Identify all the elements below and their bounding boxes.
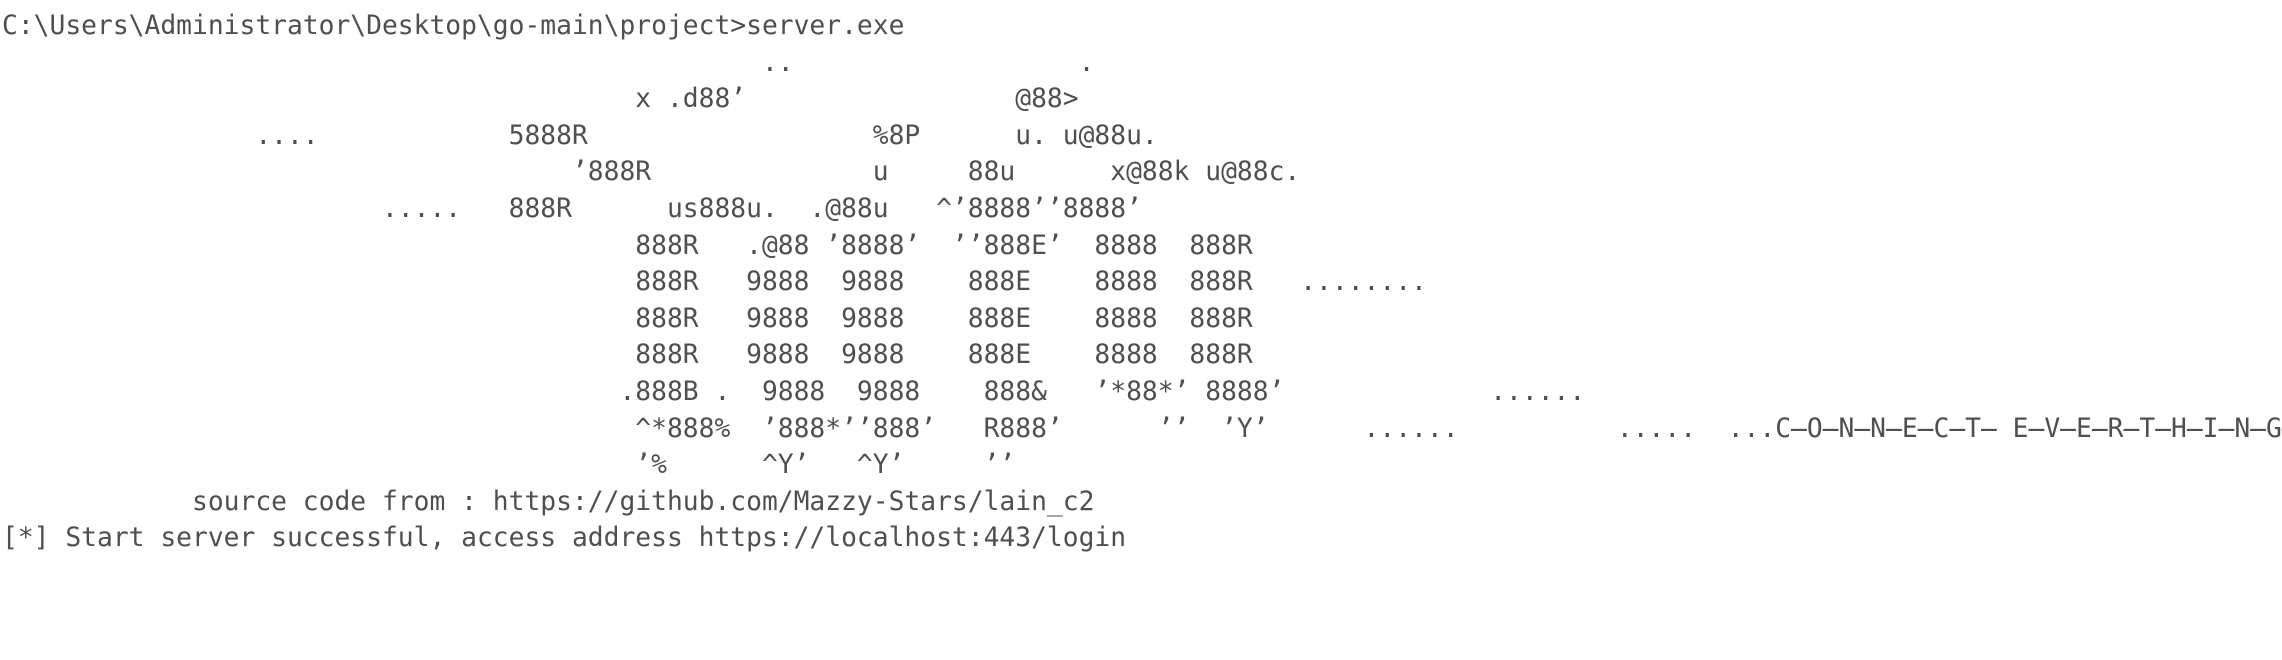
server-status-line: [*] Start server successful, access addr…: [2, 523, 1127, 554]
source-attribution-line: source code from : https://github.com/Ma…: [2, 486, 1095, 517]
ascii-art-banner: .. . x .d88’ @88> .... 5888R %8P u. u@88…: [255, 47, 2282, 481]
prompt-line: C:\Users\Administrator\Desktop\go-main\p…: [2, 11, 905, 41]
